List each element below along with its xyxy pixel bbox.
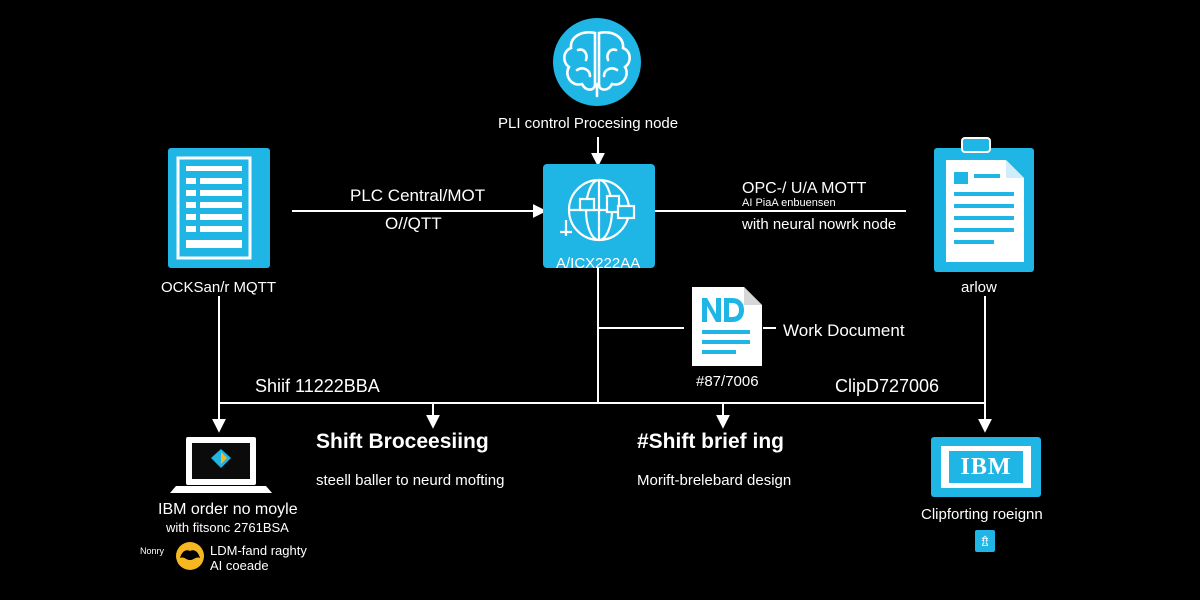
shift-processing-subtitle: steell baller to neurd mofting [316, 472, 505, 489]
badge-prefix-label: Nonry [140, 546, 165, 556]
ai-badge-icon [176, 542, 204, 570]
clip-id-label: ClipD727006 [835, 376, 940, 396]
server-rack-icon [168, 148, 270, 268]
shift-briefing-title: #Shift brief ing [637, 430, 784, 453]
connectors [212, 137, 992, 433]
badge-label-2: AI coeade [210, 558, 269, 573]
document-icon [692, 287, 762, 366]
laptop-label-2: with fitsonc 2761BSA [166, 520, 289, 535]
clipboard-document-icon [934, 137, 1034, 272]
shift-processing-title: Shift Broceesiing [316, 430, 489, 453]
right-edge-label-1: OPC-/ U/A MOTT [742, 180, 867, 197]
ibm-display-icon [931, 437, 1041, 497]
laptop-label-1: IBM order no moyle [158, 501, 298, 518]
shift-briefing-subtitle: Morift-brelebard design [637, 472, 792, 489]
center-node-label: A/ICX222AA [556, 255, 641, 272]
left-edge-label-1: PLC Central/MOT [350, 186, 486, 205]
top-node-label: PLI control Procesing node [498, 115, 679, 132]
right-edge-label-3: with neural nowrk node [742, 216, 897, 233]
right-edge-label-2: AI PiaA enbuensen [742, 197, 836, 209]
brain-icon [553, 18, 641, 106]
left-node-label: OCKSan/r MQTT [161, 279, 277, 296]
right-node-label: arlow [961, 279, 997, 296]
doc-id-label: #87/7006 [696, 373, 759, 390]
globe-device-icon [543, 164, 655, 268]
laptop-icon [170, 437, 272, 493]
ibm-small-glyph: ⇯ [979, 533, 991, 549]
work-document-label: Work Document [783, 321, 905, 340]
ibm-small-icon [975, 530, 995, 552]
ibm-caption: Clipforting roeignn [921, 506, 1043, 523]
shift-id-label: Shiif 11222BBA [255, 376, 380, 396]
badge-label-1: LDM-fand raghty [210, 543, 307, 558]
ibm-logo-text: IBM [960, 454, 1012, 480]
left-edge-label-2: O//QTT [385, 214, 442, 233]
